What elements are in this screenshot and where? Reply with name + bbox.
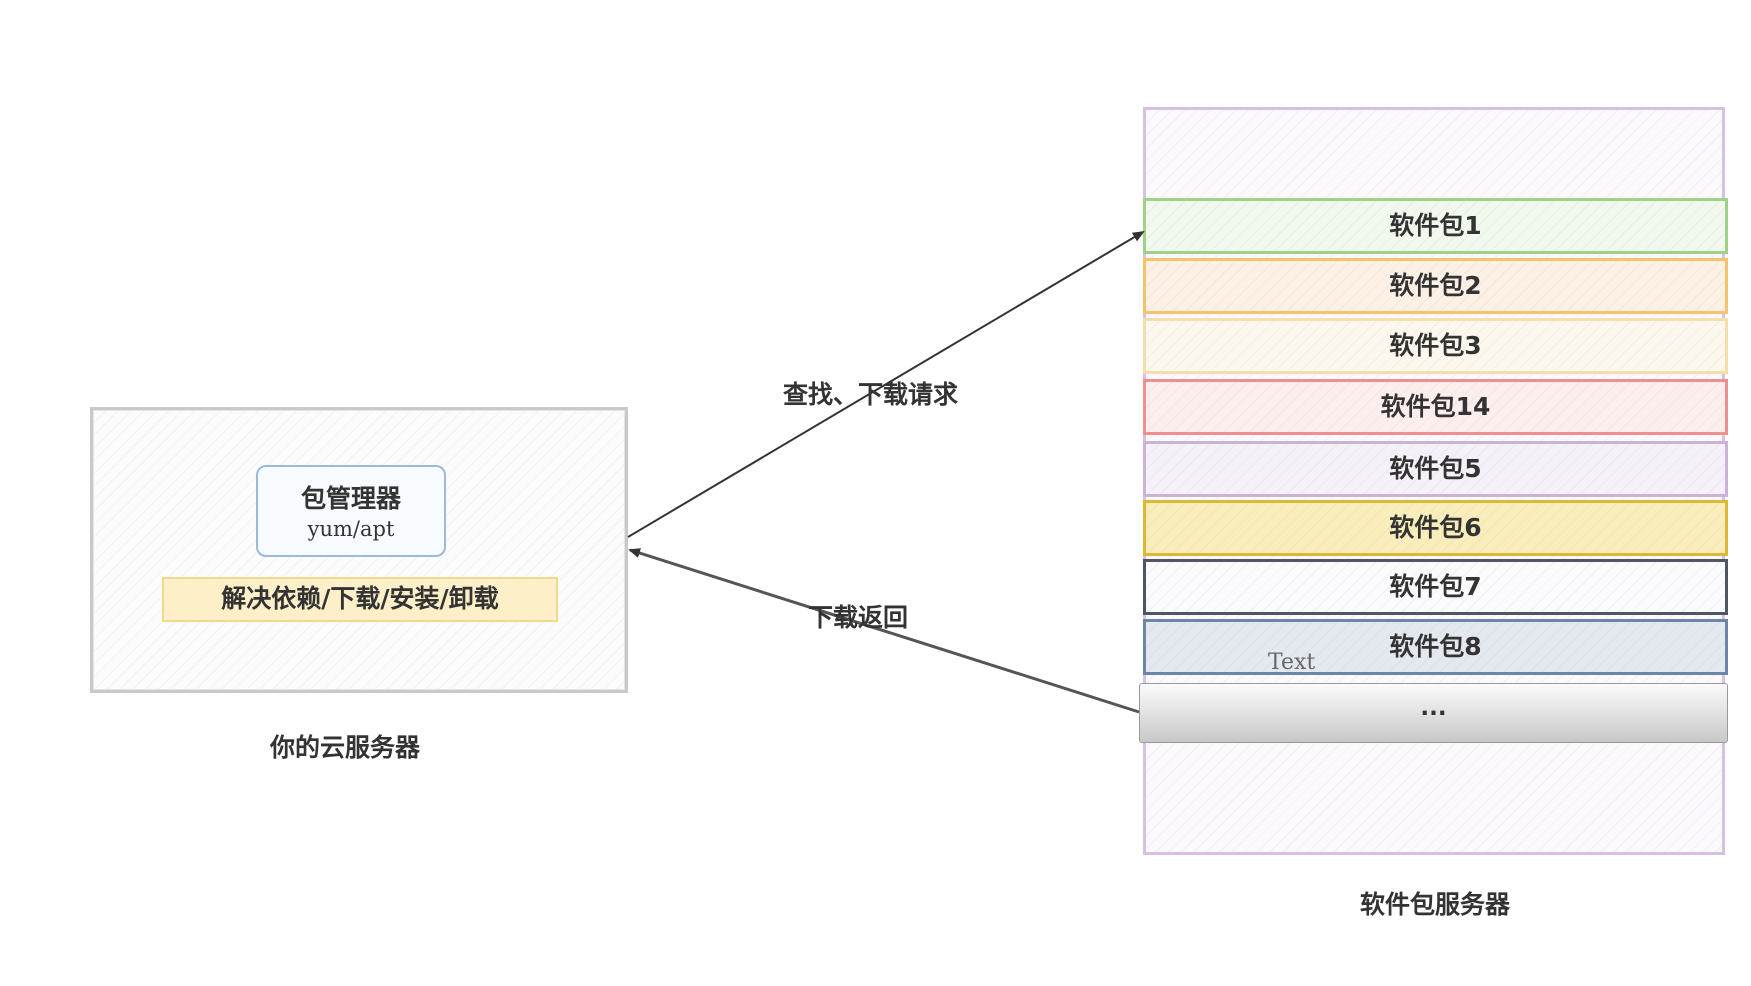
package-row-label: 软件包2 bbox=[1389, 271, 1482, 300]
stray-text-label: Text bbox=[1268, 650, 1316, 675]
package-row: 软件包8 bbox=[1143, 619, 1728, 675]
package-row-label: 软件包14 bbox=[1380, 392, 1491, 421]
package-row-label: 软件包1 bbox=[1389, 211, 1482, 240]
return-label: 下载返回 bbox=[808, 603, 909, 632]
package-manager-box: 包管理器 yum/apt bbox=[256, 465, 446, 557]
cloud-server-caption: 你的云服务器 bbox=[269, 733, 420, 762]
package-row: 软件包3 bbox=[1143, 318, 1728, 374]
request-label: 查找、下载请求 bbox=[783, 380, 959, 409]
return-arrow bbox=[628, 548, 1140, 714]
package-row-label: 软件包7 bbox=[1389, 572, 1482, 601]
package-row: 软件包2 bbox=[1143, 258, 1728, 314]
package-row-label: 软件包8 bbox=[1389, 632, 1482, 661]
package-manager-subtitle: yum/apt bbox=[307, 517, 395, 541]
package-row: 软件包6 bbox=[1143, 500, 1728, 556]
package-row: 软件包5 bbox=[1143, 441, 1728, 497]
request-arrow bbox=[627, 230, 1145, 538]
package-row: 软件包14 bbox=[1143, 379, 1728, 435]
package-row: 软件包1 bbox=[1143, 198, 1728, 254]
package-server-caption: 软件包服务器 bbox=[1359, 890, 1510, 919]
package-manager-title: 包管理器 bbox=[300, 484, 401, 513]
package-row-label: 软件包5 bbox=[1389, 454, 1482, 483]
more-packages-row: ... bbox=[1139, 683, 1728, 743]
package-row-label: 软件包6 bbox=[1389, 513, 1482, 542]
functions-bar: 解决依赖/下载/安装/卸载 bbox=[162, 577, 558, 622]
package-row: 软件包7 bbox=[1143, 559, 1728, 615]
package-row-label: 软件包3 bbox=[1389, 331, 1482, 360]
